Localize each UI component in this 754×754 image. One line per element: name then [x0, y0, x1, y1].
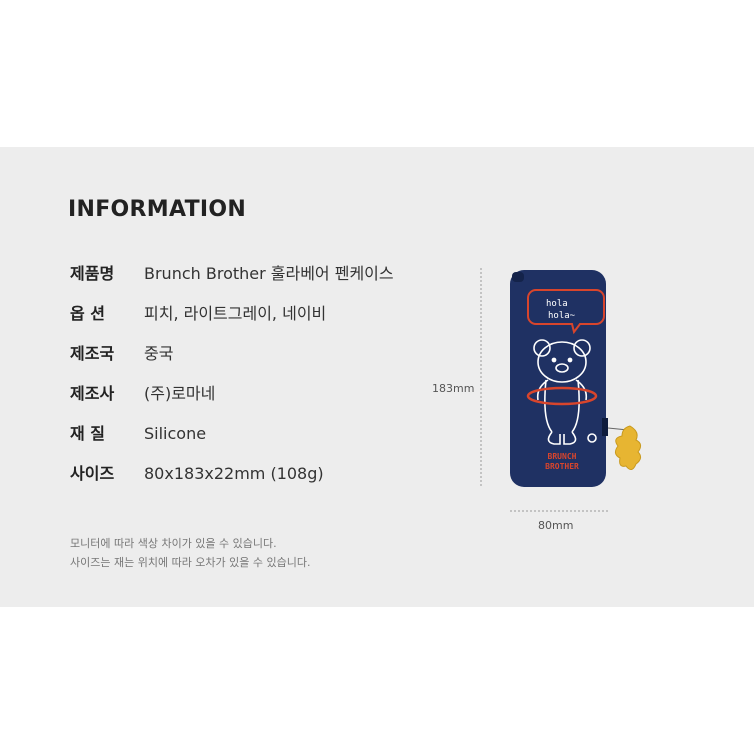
spec-value: Silicone	[144, 424, 207, 443]
pencil-case-image: hola hola~ BRUNCH BROTHER	[480, 268, 642, 512]
spec-label: 사이즈	[70, 464, 115, 483]
speech-bubble	[527, 289, 605, 335]
hula-hoop	[526, 386, 598, 406]
note-color: 모니터에 따라 색상 차이가 있을 수 있습니다.	[70, 537, 277, 550]
spec-label: 제조사	[70, 384, 115, 403]
spec-label: 재 질	[70, 424, 106, 443]
spec-value: Brunch Brother 훌라베어 펜케이스	[144, 264, 394, 283]
note-size: 사이즈는 재는 위치에 따라 오차가 있을 수 있습니다.	[70, 556, 311, 569]
height-dimension-label: 183mm	[432, 382, 475, 395]
brand-line-2: BROTHER	[545, 462, 579, 471]
speech-text-1: hola	[546, 299, 568, 309]
speech-text-2: hola~	[548, 311, 576, 321]
spec-label: 옵 션	[70, 304, 106, 323]
width-dimension-label: 80mm	[538, 519, 574, 532]
spec-value: 80x183x22mm (108g)	[144, 464, 324, 483]
spec-value: 중국	[144, 344, 174, 363]
spec-label: 제품명	[70, 264, 115, 283]
side-tag	[602, 418, 608, 436]
spec-value: 피치, 라이트그레이, 네이비	[144, 304, 327, 323]
info-panel	[0, 147, 754, 607]
brand-line-1: BRUNCH	[548, 452, 577, 461]
section-title: INFORMATION	[68, 197, 247, 222]
leaf-charm-icon	[614, 425, 642, 470]
spec-value: (주)로마네	[144, 384, 216, 403]
notes: 모니터에 따라 색상 차이가 있을 수 있습니다. 사이즈는 재는 위치에 따라…	[70, 534, 311, 572]
zipper-pull	[512, 272, 524, 282]
spec-label: 제조국	[70, 344, 115, 363]
